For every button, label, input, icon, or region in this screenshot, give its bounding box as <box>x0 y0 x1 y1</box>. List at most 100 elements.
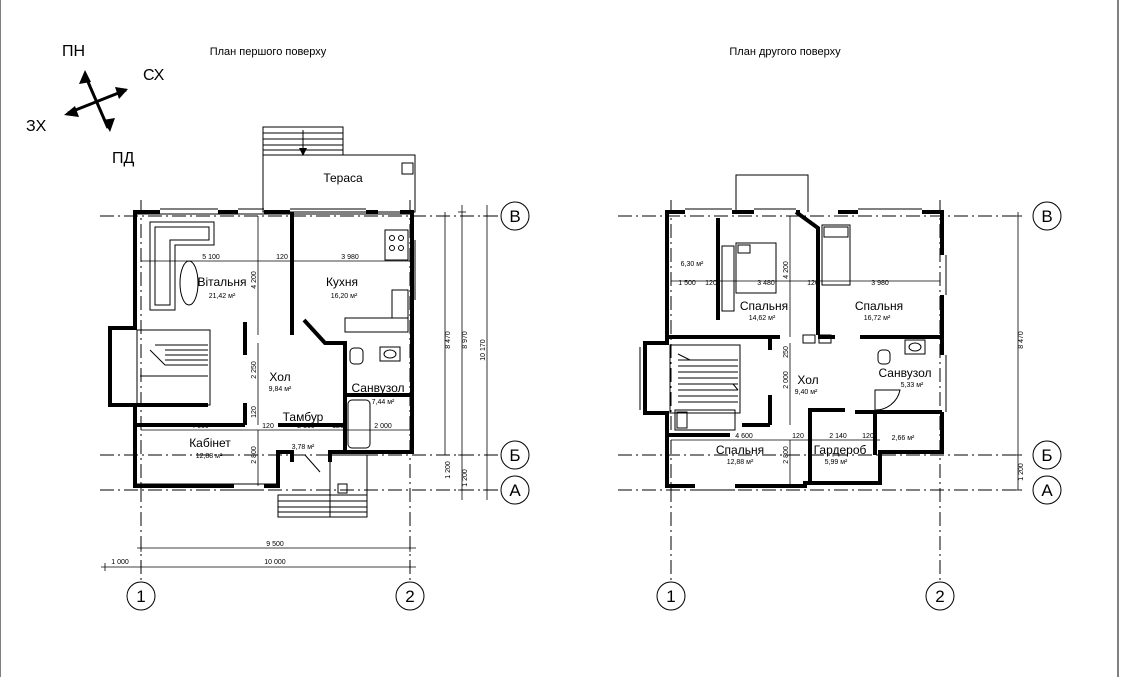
toilet-icon <box>349 347 364 365</box>
axis-bubble-2-second <box>925 581 955 611</box>
second-staircase <box>669 344 741 414</box>
room-kitchen-area: 16,20 м² <box>331 293 358 300</box>
second-outer-wall <box>643 210 695 488</box>
terrace-post <box>401 162 414 175</box>
dim-1200-second: 1 200 <box>1018 463 1025 481</box>
room-bath2-name: Санвузол <box>879 366 932 380</box>
room-bed1-name: Спальня <box>740 299 788 313</box>
toilet-second-icon <box>877 349 891 365</box>
dim-2360: 2 360 <box>297 423 315 430</box>
wall-bedrooms-divider <box>794 210 820 335</box>
axis-bubble-v-first <box>500 201 530 231</box>
dim-8470-second: 8 470 <box>1018 331 1025 349</box>
dim-1200-b: 1 200 <box>462 469 469 487</box>
room-bath-area: 7,44 м² <box>372 399 395 406</box>
compass-arrow-w-icon <box>64 106 79 117</box>
dim-10170: 10 170 <box>480 339 487 361</box>
room-hall-area: 9,84 м² <box>269 386 292 393</box>
dim-4200: 4 200 <box>251 271 258 289</box>
axis-label-a-first: А <box>509 481 521 500</box>
axis-label-a-second: А <box>1041 481 1053 500</box>
dim-8970: 8 970 <box>462 331 469 349</box>
dim-2800: 2 800 <box>251 446 258 464</box>
bed-3-icon <box>674 409 736 431</box>
compass-we-line <box>67 88 127 115</box>
entry-steps <box>277 494 368 518</box>
room-bed3-area: 12,88 м² <box>727 459 754 466</box>
entry-porch <box>329 454 368 518</box>
compass-west-label: ЗХ <box>26 118 47 135</box>
dim-2000: 2 000 <box>374 423 392 430</box>
shower-icon <box>874 389 901 411</box>
dim-2250: 2 250 <box>251 361 258 379</box>
room-bath-name: Санвузол <box>352 381 405 395</box>
dim-2000-second: 2 000 <box>783 371 790 389</box>
dim-250: 250 <box>783 346 790 358</box>
room-hall2-name: Хол <box>797 373 818 387</box>
room-bed2-name: Спальня <box>855 299 903 313</box>
terrace-label: Тераса <box>323 171 363 185</box>
dim-3980: 3 980 <box>341 254 359 261</box>
compass-arrow-e-icon <box>115 87 128 99</box>
dim-120-d-second: 120 <box>862 433 874 440</box>
dim-2800-second: 2 800 <box>783 446 790 464</box>
room-living-area: 21,42 м² <box>209 293 236 300</box>
dim-9500: 9 500 <box>266 541 284 548</box>
axis-bubble-v-second <box>1032 201 1062 231</box>
room-bed3-name: Спальня <box>716 443 764 457</box>
room-kitchen-name: Кухня <box>326 275 358 289</box>
dim-4200-second: 4 200 <box>783 261 790 279</box>
room-wardrobe-name: Гардероб <box>814 443 867 457</box>
first-floor-plan: План першого поверху Тераса <box>100 46 530 611</box>
axis-bubble-1-first <box>126 581 156 611</box>
room-vestibule-name: Тамбур <box>283 410 324 424</box>
dim-120-b-second: 120 <box>807 280 819 287</box>
compass-south-label: ПД <box>112 150 135 167</box>
sofa-icon <box>149 221 215 311</box>
compass-east-label: СХ <box>143 67 165 84</box>
dim-2140: 2 140 <box>829 433 847 440</box>
room-living-name: Вітальня <box>197 275 246 289</box>
wardrobe-cabinet-icon <box>721 245 735 312</box>
second-floor-plan: План другого поверху <box>618 46 1062 611</box>
room-bed1-area: 14,62 м² <box>749 315 776 322</box>
axis-label-2-first: 2 <box>405 587 414 606</box>
dim-1200-a: 1 200 <box>445 461 452 479</box>
bathtub-icon <box>347 399 371 449</box>
sink-second-icon <box>904 339 926 355</box>
compass-rose: ПН СХ ЗХ ПД <box>26 43 165 167</box>
stove-icon <box>384 229 409 261</box>
sink-icon <box>379 346 401 362</box>
dim-120-c-second: 120 <box>792 433 804 440</box>
room-vestibule-area: 3,78 м² <box>292 444 315 451</box>
axis-label-v-first: В <box>509 207 520 226</box>
axis-bubble-1-second <box>656 581 686 611</box>
room-office-name: Кабінет <box>189 436 231 450</box>
axis-bubble-a-first <box>500 475 530 505</box>
room-hall2-area: 9,40 м² <box>795 389 818 396</box>
first-staircase <box>136 329 211 406</box>
kitchen-counter-icon <box>391 289 409 319</box>
dim-120-c: 120 <box>262 423 274 430</box>
axis-bubble-a-second <box>1032 475 1062 505</box>
dim-5100: 5 100 <box>202 254 220 261</box>
axis-label-b-second: Б <box>1041 446 1052 465</box>
room-closet-area: 6,30 м² <box>681 261 704 268</box>
axis-label-b-first: Б <box>509 446 520 465</box>
axis-label-v-second: В <box>1041 207 1052 226</box>
balcony <box>735 174 809 212</box>
second-floor-title: План другого поверху <box>729 46 841 58</box>
axis-bubble-2-first <box>395 581 425 611</box>
dim-1500: 1 500 <box>678 280 696 287</box>
dim-8470: 8 470 <box>445 331 452 349</box>
dim-4600-second: 4 600 <box>735 433 753 440</box>
axis-bubble-b-first <box>500 440 530 470</box>
dim-120-d: 120 <box>332 423 344 430</box>
axis-label-1-first: 1 <box>136 587 145 606</box>
dim-120-a: 120 <box>276 254 288 261</box>
compass-north-label: ПН <box>62 43 85 60</box>
room-bed2-area: 16,72 м² <box>864 315 891 322</box>
room-bath2-area: 5,33 м² <box>901 382 924 389</box>
